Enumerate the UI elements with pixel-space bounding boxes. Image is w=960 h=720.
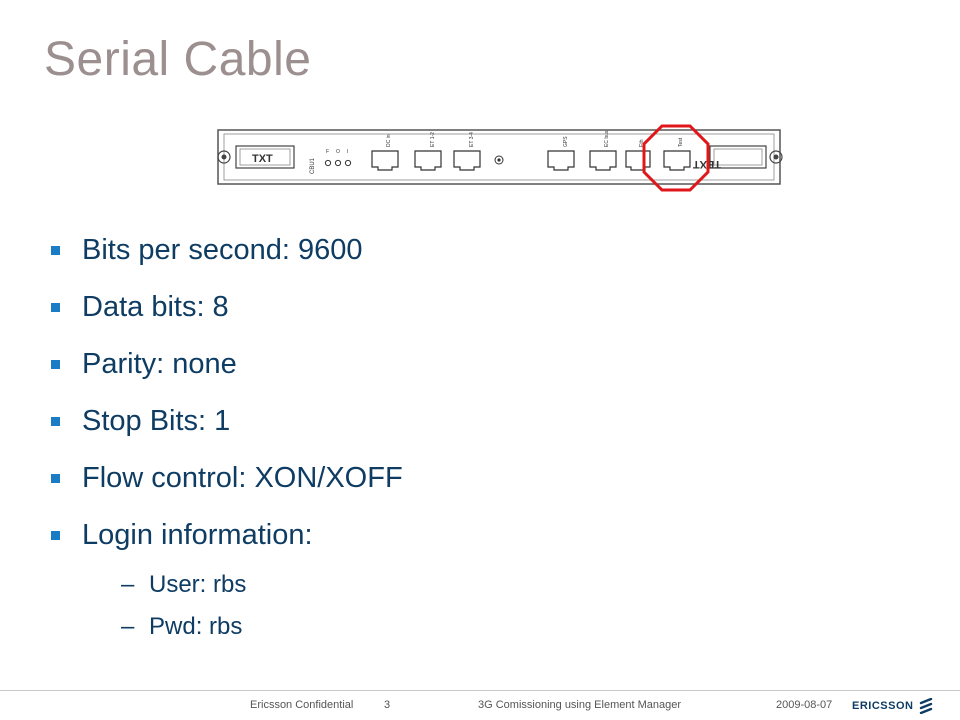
footer-course-title: 3G Comissioning using Element Manager xyxy=(478,699,681,711)
right-screw-icon xyxy=(769,150,783,164)
bullet-square-icon xyxy=(51,474,60,483)
bullet-square-icon xyxy=(51,360,60,369)
footer-confidential: Ericsson Confidential xyxy=(250,699,354,711)
port-label: GPS xyxy=(563,136,569,147)
test-port-highlight xyxy=(642,124,710,192)
list-item-text: Login information: xyxy=(82,519,313,551)
ericsson-logo: ERICSSON xyxy=(852,696,933,716)
sub-list-item: – User: rbs xyxy=(50,564,870,606)
cbu-board-diagram: TXT CBU1 F O I DC in ET 1-2 ET 3-4 GPS E… xyxy=(217,124,783,192)
bullet-square-icon xyxy=(51,303,60,312)
left-screw-icon xyxy=(217,150,231,164)
led-group: F O I xyxy=(324,149,352,167)
ericsson-mark-icon xyxy=(920,698,933,714)
list-item: Flow control: XON/XOFF xyxy=(50,450,870,507)
sub-list-item: – Pwd: rbs xyxy=(50,606,870,648)
port-label: Eth xyxy=(639,139,645,147)
port-label: DC in xyxy=(386,134,392,147)
reset-hole-icon xyxy=(494,155,504,165)
led-label: O xyxy=(336,149,340,155)
logo-wordmark: ERICSSON xyxy=(852,700,914,712)
port-label: Test xyxy=(678,137,684,147)
list-item: Bits per second: 9600 xyxy=(50,222,870,279)
list-item-text: Data bits: 8 xyxy=(82,291,229,323)
bullet-square-icon xyxy=(51,417,60,426)
footer-divider xyxy=(0,690,960,691)
port-et-1-2: ET 1-2 xyxy=(414,132,442,171)
port-test: Test xyxy=(663,137,691,171)
port-gps: GPS xyxy=(547,136,575,171)
list-item-text: Bits per second: 9600 xyxy=(82,234,363,266)
port-label: EC bus xyxy=(604,130,610,147)
slide-title: Serial Cable xyxy=(44,33,312,86)
left-handle-label: TXT xyxy=(252,153,273,165)
list-item-text: Parity: none xyxy=(82,348,237,380)
unit-label: CBU1 xyxy=(310,157,316,174)
bullet-square-icon xyxy=(51,246,60,255)
bullet-square-icon xyxy=(51,531,60,540)
list-item: Data bits: 8 xyxy=(50,279,870,336)
dash-marker: – xyxy=(121,571,135,598)
led-label: I xyxy=(347,149,348,155)
list-item: Parity: none xyxy=(50,336,870,393)
port-label: ET 1-2 xyxy=(430,132,436,147)
list-item-text: Stop Bits: 1 xyxy=(82,405,231,437)
port-dc-in: DC in xyxy=(371,134,399,171)
footer-date: 2009-08-07 xyxy=(776,699,833,711)
sub-list-item-text: Pwd: rbs xyxy=(149,613,243,640)
port-et-3-4: ET 3-4 xyxy=(453,132,481,171)
settings-list: Bits per second: 9600 Data bits: 8 Parit… xyxy=(50,222,870,648)
list-item: Login information: xyxy=(50,507,870,564)
port-label: ET 3-4 xyxy=(469,132,475,147)
left-handle: TXT xyxy=(235,145,295,169)
board-frame xyxy=(217,129,781,185)
list-item: Stop Bits: 1 xyxy=(50,393,870,450)
dash-marker: – xyxy=(121,613,135,640)
footer-page-number: 3 xyxy=(384,699,391,711)
list-item-text: Flow control: XON/XOFF xyxy=(82,462,403,494)
port-ec-bus: EC bus xyxy=(589,130,617,171)
led-label: F xyxy=(326,149,329,155)
sub-list-item-text: User: rbs xyxy=(149,571,247,598)
